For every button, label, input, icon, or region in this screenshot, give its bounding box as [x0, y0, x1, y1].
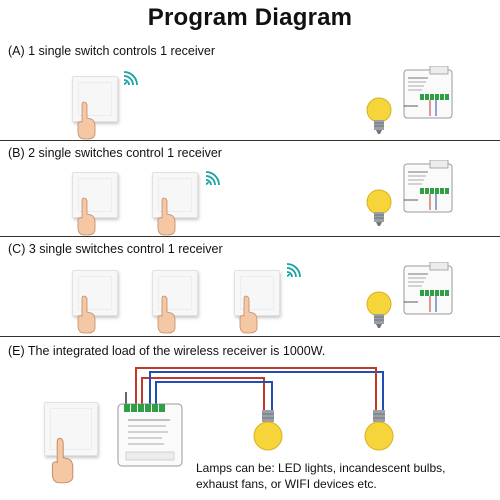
switch-icon	[72, 172, 118, 218]
receiver-icon	[403, 262, 453, 315]
wifi-icon	[286, 263, 301, 278]
section-c-label: (C) 3 single switches control 1 receiver	[8, 242, 223, 256]
finger-icon	[239, 295, 258, 334]
blue-wire-2	[155, 381, 273, 410]
red-wire-1	[141, 377, 265, 410]
switch-icon	[152, 270, 198, 316]
switch-icon	[152, 172, 198, 218]
finger-icon	[157, 295, 176, 334]
wifi-icon	[205, 171, 220, 186]
receiver-icon	[403, 66, 453, 119]
receiver-icon	[117, 403, 183, 467]
caption-line-1: Lamps can be: LED lights, incandescent b…	[196, 461, 446, 475]
finger-icon	[77, 295, 96, 334]
section-divider	[0, 236, 500, 237]
finger-icon	[157, 197, 176, 236]
bulb-icon	[366, 189, 392, 226]
section-a-label: (A) 1 single switch controls 1 receiver	[8, 44, 216, 58]
bulb-icon	[253, 410, 283, 451]
bulb-icon	[366, 291, 392, 328]
receiver-icon	[403, 160, 453, 213]
bulb-icon	[364, 410, 394, 451]
page-title: Program Diagram	[147, 4, 353, 31]
finger-icon	[77, 101, 96, 140]
switch-icon	[234, 270, 280, 316]
finger-icon	[77, 197, 96, 236]
wifi-icon	[123, 71, 138, 86]
section-e-label: (E) The integrated load of the wireless …	[8, 344, 326, 358]
blue-wire-1	[149, 371, 384, 410]
red-wire-2	[135, 367, 377, 410]
switch-icon	[44, 402, 98, 456]
caption-line-2: exhaust fans, or WIFI devices etc.	[196, 477, 377, 491]
section-divider	[0, 140, 500, 141]
section-divider	[0, 336, 500, 337]
section-b-label: (B) 2 single switches control 1 receiver	[8, 146, 222, 160]
switch-icon	[72, 270, 118, 316]
bulb-icon	[366, 97, 392, 134]
finger-icon	[51, 437, 74, 484]
switch-icon	[72, 76, 118, 122]
